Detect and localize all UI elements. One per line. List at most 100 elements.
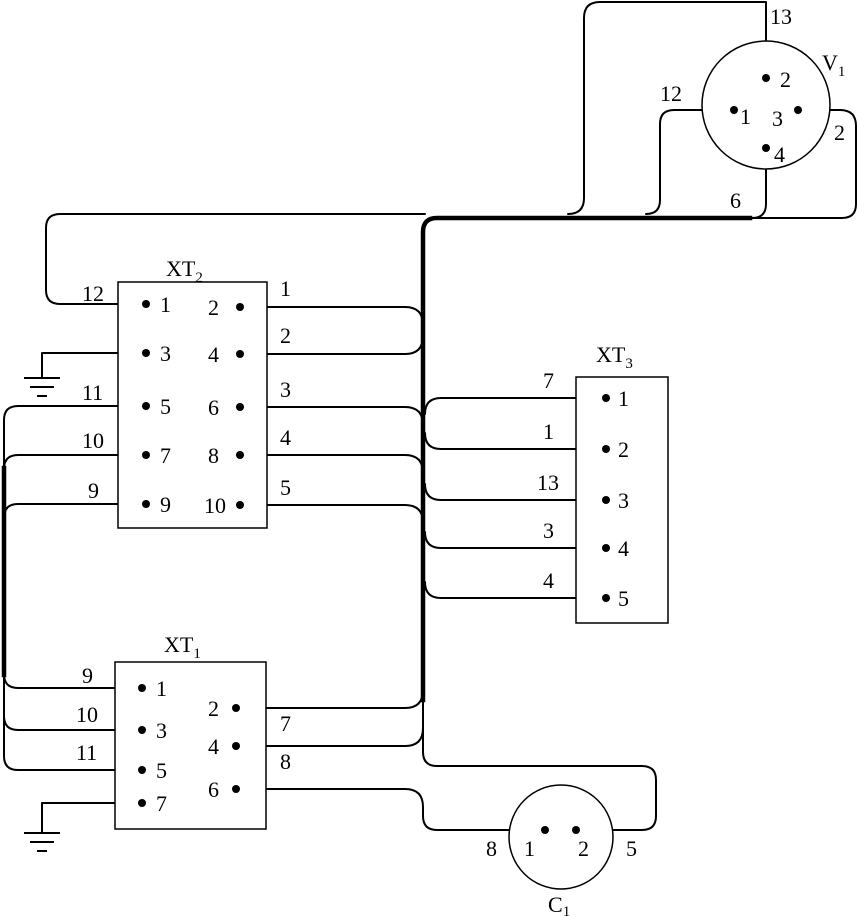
xt1-pin-label-7: 7 <box>156 791 167 816</box>
wire-label: 11 <box>82 380 103 405</box>
xt2-pin-label-5: 5 <box>160 394 171 419</box>
xt1-pin-label-1: 1 <box>156 676 167 701</box>
xt1-pin-label-4: 4 <box>208 734 219 759</box>
xt3-pin-3 <box>602 496 610 504</box>
wire-xt3-4 <box>424 531 607 549</box>
wires <box>1 1 857 834</box>
wire-label: 1 <box>280 276 291 301</box>
wire-label: 8 <box>486 836 497 861</box>
wire-label: 2 <box>834 120 845 145</box>
wire-xt2-6 <box>239 406 424 426</box>
v1-body <box>701 40 831 170</box>
terminal-block-xt3: XT3 1 2 3 4 5 <box>575 342 669 624</box>
xt1-pin-2 <box>232 704 240 712</box>
wire-xt1-6 <box>235 788 546 831</box>
xt1-pin-label-6: 6 <box>208 777 219 802</box>
wire-xt3-3 <box>424 483 607 501</box>
wire-label: 10 <box>82 428 104 453</box>
wire-label: 8 <box>280 749 291 774</box>
v1-pin-4 <box>762 144 770 152</box>
wire-xt2-3 <box>41 352 147 379</box>
xt2-pin-label-9: 9 <box>160 492 171 517</box>
xt2-title: XT2 <box>166 256 203 286</box>
xt3-title: XT3 <box>596 342 633 372</box>
wire-labels: 12 1 2 11 3 10 4 9 5 7 1 13 3 4 9 10 11 … <box>76 4 845 861</box>
xt3-body <box>575 376 669 624</box>
xt1-pin-1 <box>138 684 146 692</box>
wire-c1-2 <box>422 699 657 831</box>
xt2-pin-6 <box>236 403 244 411</box>
wire-label: 9 <box>82 663 93 688</box>
xt2-pin-label-6: 6 <box>208 395 219 420</box>
xt2-pin-1 <box>142 300 150 308</box>
wire-v1-4 <box>751 147 767 219</box>
xt2-pin-label-8: 8 <box>208 443 219 468</box>
wire-label: 13 <box>537 470 559 495</box>
wire-xt3-1 <box>424 397 607 415</box>
wire-v1-1 <box>645 109 735 215</box>
wire-xt2-5 <box>3 405 147 771</box>
main-bus <box>420 215 753 703</box>
wire-label: 4 <box>543 568 554 593</box>
ground-symbol-upper <box>24 377 60 397</box>
wire-label: 9 <box>88 478 99 503</box>
wire-xt1-1 <box>3 673 143 689</box>
v1-pin-3 <box>794 106 802 114</box>
xt1-pin-label-2: 2 <box>208 696 219 721</box>
wire-xt1-2 <box>235 689 424 709</box>
v1-pin-label-3: 3 <box>772 106 783 131</box>
wire-v1-3 <box>749 109 857 219</box>
v1-pin-label-1: 1 <box>740 104 751 129</box>
wire-xt2-8 <box>239 454 424 474</box>
ground-symbol-lower <box>24 832 60 852</box>
wire-xt2-1 <box>45 213 426 305</box>
xt3-pin-2 <box>602 445 610 453</box>
xt3-pin-label-2: 2 <box>618 437 629 462</box>
wire-label: 1 <box>543 419 554 444</box>
wire-xt2-9 <box>3 503 147 519</box>
xt3-pin-4 <box>602 544 610 552</box>
wire-label: 3 <box>543 518 554 543</box>
xt1-pin-label-5: 5 <box>156 758 167 783</box>
xt2-pin-9 <box>142 500 150 508</box>
xt1-pin-3 <box>138 726 146 734</box>
xt1-title: XT1 <box>164 632 201 662</box>
v1-pin-label-2: 2 <box>780 67 791 92</box>
xt2-pin-8 <box>236 451 244 459</box>
wire-xt1-7 <box>41 802 143 834</box>
xt3-pin-1 <box>602 394 610 402</box>
terminal-block-xt1: XT1 1 2 3 4 5 6 7 <box>114 632 267 830</box>
wire-label: 3 <box>280 377 291 402</box>
wire-label: 12 <box>660 81 682 106</box>
xt2-pin-label-10: 10 <box>204 493 226 518</box>
wire-label: 5 <box>280 475 291 500</box>
xt1-body <box>114 661 267 830</box>
xt1-pin-label-3: 3 <box>156 718 167 743</box>
c1-pin-label-2: 2 <box>578 836 589 861</box>
connector-c1: C1 1 2 <box>508 784 614 916</box>
xt2-pin-label-7: 7 <box>160 443 171 468</box>
c1-title: C1 <box>548 892 570 916</box>
xt3-pin-label-5: 5 <box>618 586 629 611</box>
wire-xt3-2 <box>424 432 607 450</box>
xt3-pin-label-3: 3 <box>618 488 629 513</box>
v1-pin-2 <box>762 74 770 82</box>
wire-xt2-10 <box>239 504 424 524</box>
wire-label: 5 <box>626 836 637 861</box>
xt2-pin-label-2: 2 <box>208 295 219 320</box>
wire-label: 7 <box>543 368 554 393</box>
wire-xt2-7 <box>3 454 147 470</box>
xt3-pin-label-4: 4 <box>618 536 629 561</box>
wire-label: 10 <box>76 702 98 727</box>
wire-label: 11 <box>76 740 97 765</box>
xt2-pin-2 <box>236 303 244 311</box>
xt2-pin-label-1: 1 <box>160 292 171 317</box>
terminal-block-xt2: XT2 1 2 3 4 5 6 7 8 9 10 <box>117 256 268 529</box>
wire-xt2-4 <box>239 335 424 355</box>
v1-title: V1 <box>822 50 845 80</box>
xt2-body <box>117 281 268 529</box>
connector-v1: V1 1 2 3 4 <box>701 40 845 170</box>
xt1-pin-5 <box>138 766 146 774</box>
v1-pin-1 <box>730 106 738 114</box>
